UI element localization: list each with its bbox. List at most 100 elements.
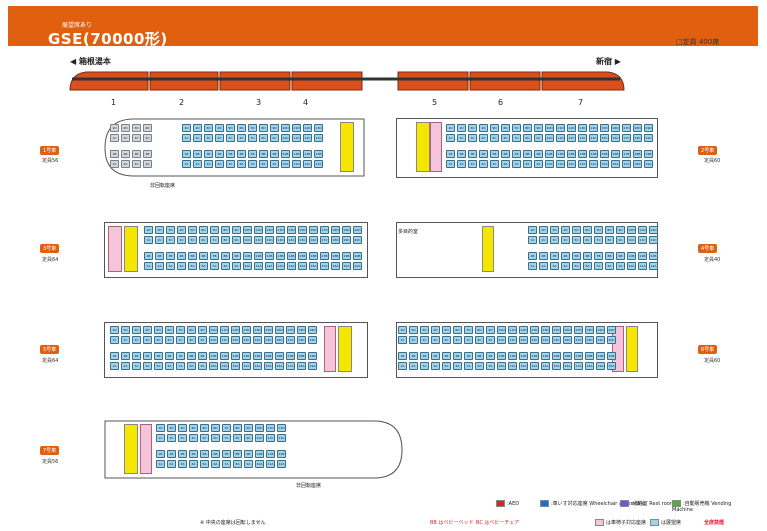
seat[interactable]: 3A	[132, 362, 141, 370]
seat[interactable]: 6C	[583, 236, 592, 244]
seat[interactable]: 10C	[627, 236, 636, 244]
seat[interactable]: 2D	[121, 326, 130, 334]
seat[interactable]: 5B	[188, 252, 197, 260]
seat[interactable]: 20D	[607, 326, 616, 334]
seat[interactable]: 13A	[530, 362, 539, 370]
seat[interactable]: 2D	[121, 124, 130, 132]
seat[interactable]: 2C	[155, 236, 164, 244]
seat[interactable]: 5B	[154, 352, 163, 360]
seat[interactable]: 19A	[342, 262, 351, 270]
seat[interactable]: 6A	[199, 262, 208, 270]
seat[interactable]: 7C	[464, 336, 473, 344]
seat[interactable]: 20C	[607, 336, 616, 344]
seat[interactable]: 9C	[486, 336, 495, 344]
seat[interactable]: 17D	[574, 326, 583, 334]
seat[interactable]: 5D	[200, 424, 209, 432]
seat[interactable]: 5D	[188, 226, 197, 234]
seat[interactable]: 19A	[644, 160, 653, 168]
seat[interactable]: 6C	[237, 134, 246, 142]
seat[interactable]: 18A	[585, 362, 594, 370]
seat[interactable]: 11C	[220, 336, 229, 344]
seat[interactable]: 2B	[539, 252, 548, 260]
seat[interactable]: 8A	[221, 262, 230, 270]
seat[interactable]: 18B	[297, 352, 306, 360]
seat[interactable]: 16A	[309, 262, 318, 270]
seat[interactable]: 5B	[200, 450, 209, 458]
seat[interactable]: 8D	[475, 326, 484, 334]
seat[interactable]: 13B	[276, 252, 285, 260]
seat[interactable]: 5A	[188, 262, 197, 270]
seat[interactable]: 16A	[275, 362, 284, 370]
seat[interactable]: 18A	[633, 160, 642, 168]
seat[interactable]: 13A	[276, 262, 285, 270]
seat[interactable]: 1B	[446, 150, 455, 158]
seat[interactable]: 4D	[189, 424, 198, 432]
seat[interactable]: 15B	[298, 252, 307, 260]
seat[interactable]: 9B	[486, 352, 495, 360]
seat[interactable]: 11A	[638, 262, 647, 270]
seat[interactable]: 9D	[616, 226, 625, 234]
seat[interactable]: 11B	[556, 150, 565, 158]
seat[interactable]: 19D	[342, 226, 351, 234]
seat[interactable]: 5C	[200, 434, 209, 442]
seat[interactable]: 4B	[177, 252, 186, 260]
seat[interactable]: 3A	[178, 460, 187, 468]
seat[interactable]: 6D	[453, 326, 462, 334]
seat[interactable]: 4C	[143, 134, 152, 142]
seat[interactable]: 9A	[616, 262, 625, 270]
seat[interactable]: 20B	[607, 352, 616, 360]
seat[interactable]: 15A	[552, 362, 561, 370]
seat[interactable]: 17C	[622, 134, 631, 142]
seat[interactable]: 4A	[431, 362, 440, 370]
seat[interactable]: 2A	[121, 160, 130, 168]
seat[interactable]: 2D	[193, 124, 202, 132]
seat[interactable]: 8C	[475, 336, 484, 344]
seat[interactable]: 9B	[270, 150, 279, 158]
seat[interactable]: 1D	[398, 326, 407, 334]
seat[interactable]: 2B	[457, 150, 466, 158]
seat[interactable]: 14B	[287, 252, 296, 260]
seat[interactable]: 17C	[286, 336, 295, 344]
seat[interactable]: 11D	[266, 424, 275, 432]
seat[interactable]: 11A	[556, 160, 565, 168]
seat[interactable]: 2A	[155, 262, 164, 270]
seat[interactable]: 7A	[464, 362, 473, 370]
seat[interactable]: 11D	[220, 326, 229, 334]
seat[interactable]: 3D	[420, 326, 429, 334]
seat[interactable]: 7C	[594, 236, 603, 244]
seat[interactable]: 10C	[545, 134, 554, 142]
seat[interactable]: 18D	[297, 326, 306, 334]
seat[interactable]: 19D	[644, 124, 653, 132]
seat[interactable]: 18C	[585, 336, 594, 344]
seat[interactable]: 17B	[622, 150, 631, 158]
seat[interactable]: 8D	[259, 124, 268, 132]
seat[interactable]: 12C	[277, 434, 286, 442]
seat[interactable]: 13A	[242, 362, 251, 370]
seat[interactable]: 16D	[309, 226, 318, 234]
seat[interactable]: 2C	[193, 134, 202, 142]
seat[interactable]: 10A	[209, 362, 218, 370]
seat[interactable]: 6A	[165, 362, 174, 370]
seat[interactable]: 6B	[199, 252, 208, 260]
seat[interactable]: 15B	[552, 352, 561, 360]
seat[interactable]: 2D	[155, 226, 164, 234]
seat[interactable]: 15A	[264, 362, 273, 370]
seat[interactable]: 2A	[193, 160, 202, 168]
seat[interactable]: 3A	[420, 362, 429, 370]
seat[interactable]: 1B	[398, 352, 407, 360]
seat[interactable]: 14D	[541, 326, 550, 334]
seat[interactable]: 2B	[193, 150, 202, 158]
seat[interactable]: 8B	[187, 352, 196, 360]
seat[interactable]: 7A	[176, 362, 185, 370]
seat[interactable]: 5A	[572, 262, 581, 270]
seat[interactable]: 17C	[320, 236, 329, 244]
seat[interactable]: 10D	[209, 326, 218, 334]
seat[interactable]: 8B	[475, 352, 484, 360]
seat[interactable]: 4D	[561, 226, 570, 234]
seat[interactable]: 15D	[264, 326, 273, 334]
seat[interactable]: 2D	[409, 326, 418, 334]
seat[interactable]: 2C	[121, 134, 130, 142]
seat[interactable]: 20D	[353, 226, 362, 234]
seat[interactable]: 10B	[209, 352, 218, 360]
seat[interactable]: 7C	[222, 434, 231, 442]
